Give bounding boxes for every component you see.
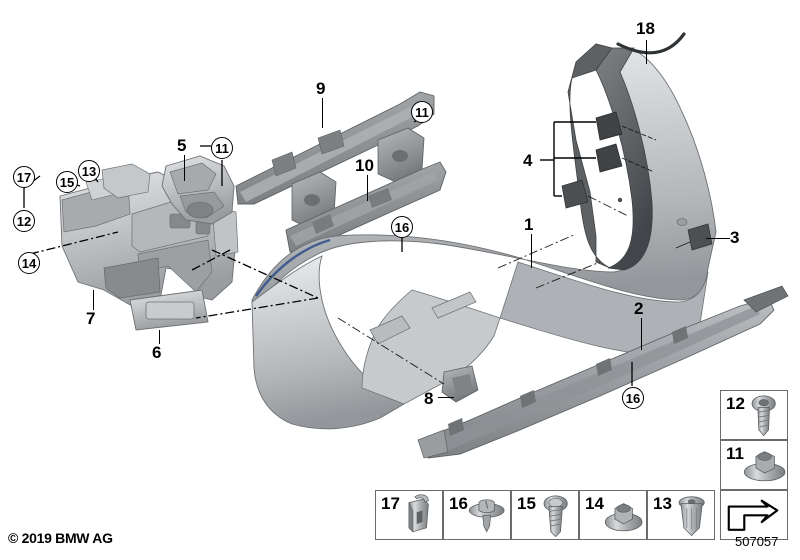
callout-17: 17 xyxy=(13,166,35,188)
leader-8 xyxy=(438,397,454,399)
part-6-tow-eye-cover xyxy=(129,289,209,331)
leader-18 xyxy=(646,40,648,64)
callout-9: 9 xyxy=(316,79,326,98)
leader-10 xyxy=(367,175,369,201)
legend-box-14: 14 xyxy=(579,490,647,540)
callout-3: 3 xyxy=(730,228,740,247)
leader-part-8 xyxy=(337,317,445,385)
part-9-impact-beam xyxy=(235,91,435,231)
clip-square-fastener-icon xyxy=(408,494,429,533)
hex-socket-bolt-icon xyxy=(751,395,776,437)
legend-number-16: 16 xyxy=(449,494,468,513)
direction-arrow-icon xyxy=(727,499,779,531)
part-8-side-cover xyxy=(441,365,479,403)
callout-4: 4 xyxy=(523,151,533,170)
legend-number-17: 17 xyxy=(381,494,400,513)
callout-11-bracket: 11 xyxy=(211,137,233,159)
part-13-15-clip-area xyxy=(101,163,151,199)
callout-5: 5 xyxy=(177,136,187,155)
leader-3 xyxy=(706,238,730,240)
callout-12: 12 xyxy=(13,210,35,232)
callout-6: 6 xyxy=(152,343,162,362)
legend-box-16: 16 xyxy=(443,490,511,540)
callout-2: 2 xyxy=(634,299,644,318)
expanding-rivet-icon xyxy=(678,496,705,537)
legend-box-15: 15 xyxy=(511,490,579,540)
callout-1: 1 xyxy=(524,215,534,234)
push-rivet-fastener-icon xyxy=(468,499,505,533)
part-2-rear-diffuser xyxy=(417,285,789,459)
legend-number-14: 14 xyxy=(585,494,604,513)
callout-8: 8 xyxy=(424,389,434,408)
legend-number-13: 13 xyxy=(653,494,672,513)
legend-box-13: 13 xyxy=(647,490,715,540)
part-5-bracket xyxy=(161,155,235,225)
part-10-lower-reinforcement xyxy=(285,161,447,253)
callout-10: 10 xyxy=(355,156,374,175)
leader-7 xyxy=(93,290,95,310)
leader-9 xyxy=(322,98,324,128)
flange-nut-icon xyxy=(604,503,643,532)
leader-1 xyxy=(531,234,533,268)
leader-2 xyxy=(641,318,643,350)
callout-15: 15 xyxy=(56,171,78,193)
legend-box-12: 12 xyxy=(720,390,788,440)
callout-11-beam: 11 xyxy=(411,101,433,123)
part-1-bumper-cover xyxy=(251,43,717,430)
legend-box-direction xyxy=(720,490,788,540)
legend-number-12: 12 xyxy=(726,394,745,413)
callout-13: 13 xyxy=(78,160,100,182)
legend-box-11: 11 xyxy=(720,440,788,490)
legend-number-11: 11 xyxy=(726,444,744,463)
part-18-seal-strip xyxy=(616,32,686,55)
part-4-mounting-clips xyxy=(540,111,657,217)
part-3-clip xyxy=(675,218,713,251)
callout-7: 7 xyxy=(86,309,96,328)
hex-nut-washer-icon xyxy=(743,451,786,482)
leader-6 xyxy=(159,330,161,344)
pan-head-screw-icon xyxy=(543,495,568,538)
callout-14: 14 xyxy=(18,252,40,274)
legend-number-15: 15 xyxy=(517,494,536,513)
legend-box-17: 17 xyxy=(375,490,443,540)
diagram-number: 507057 xyxy=(735,534,779,549)
callout-16-bumper: 16 xyxy=(391,216,413,238)
copyright-notice: © 2019 BMW AG xyxy=(8,530,113,546)
callout-16-diffuser: 16 xyxy=(622,387,644,409)
callout-18: 18 xyxy=(636,19,655,38)
leader-5 xyxy=(184,155,186,181)
